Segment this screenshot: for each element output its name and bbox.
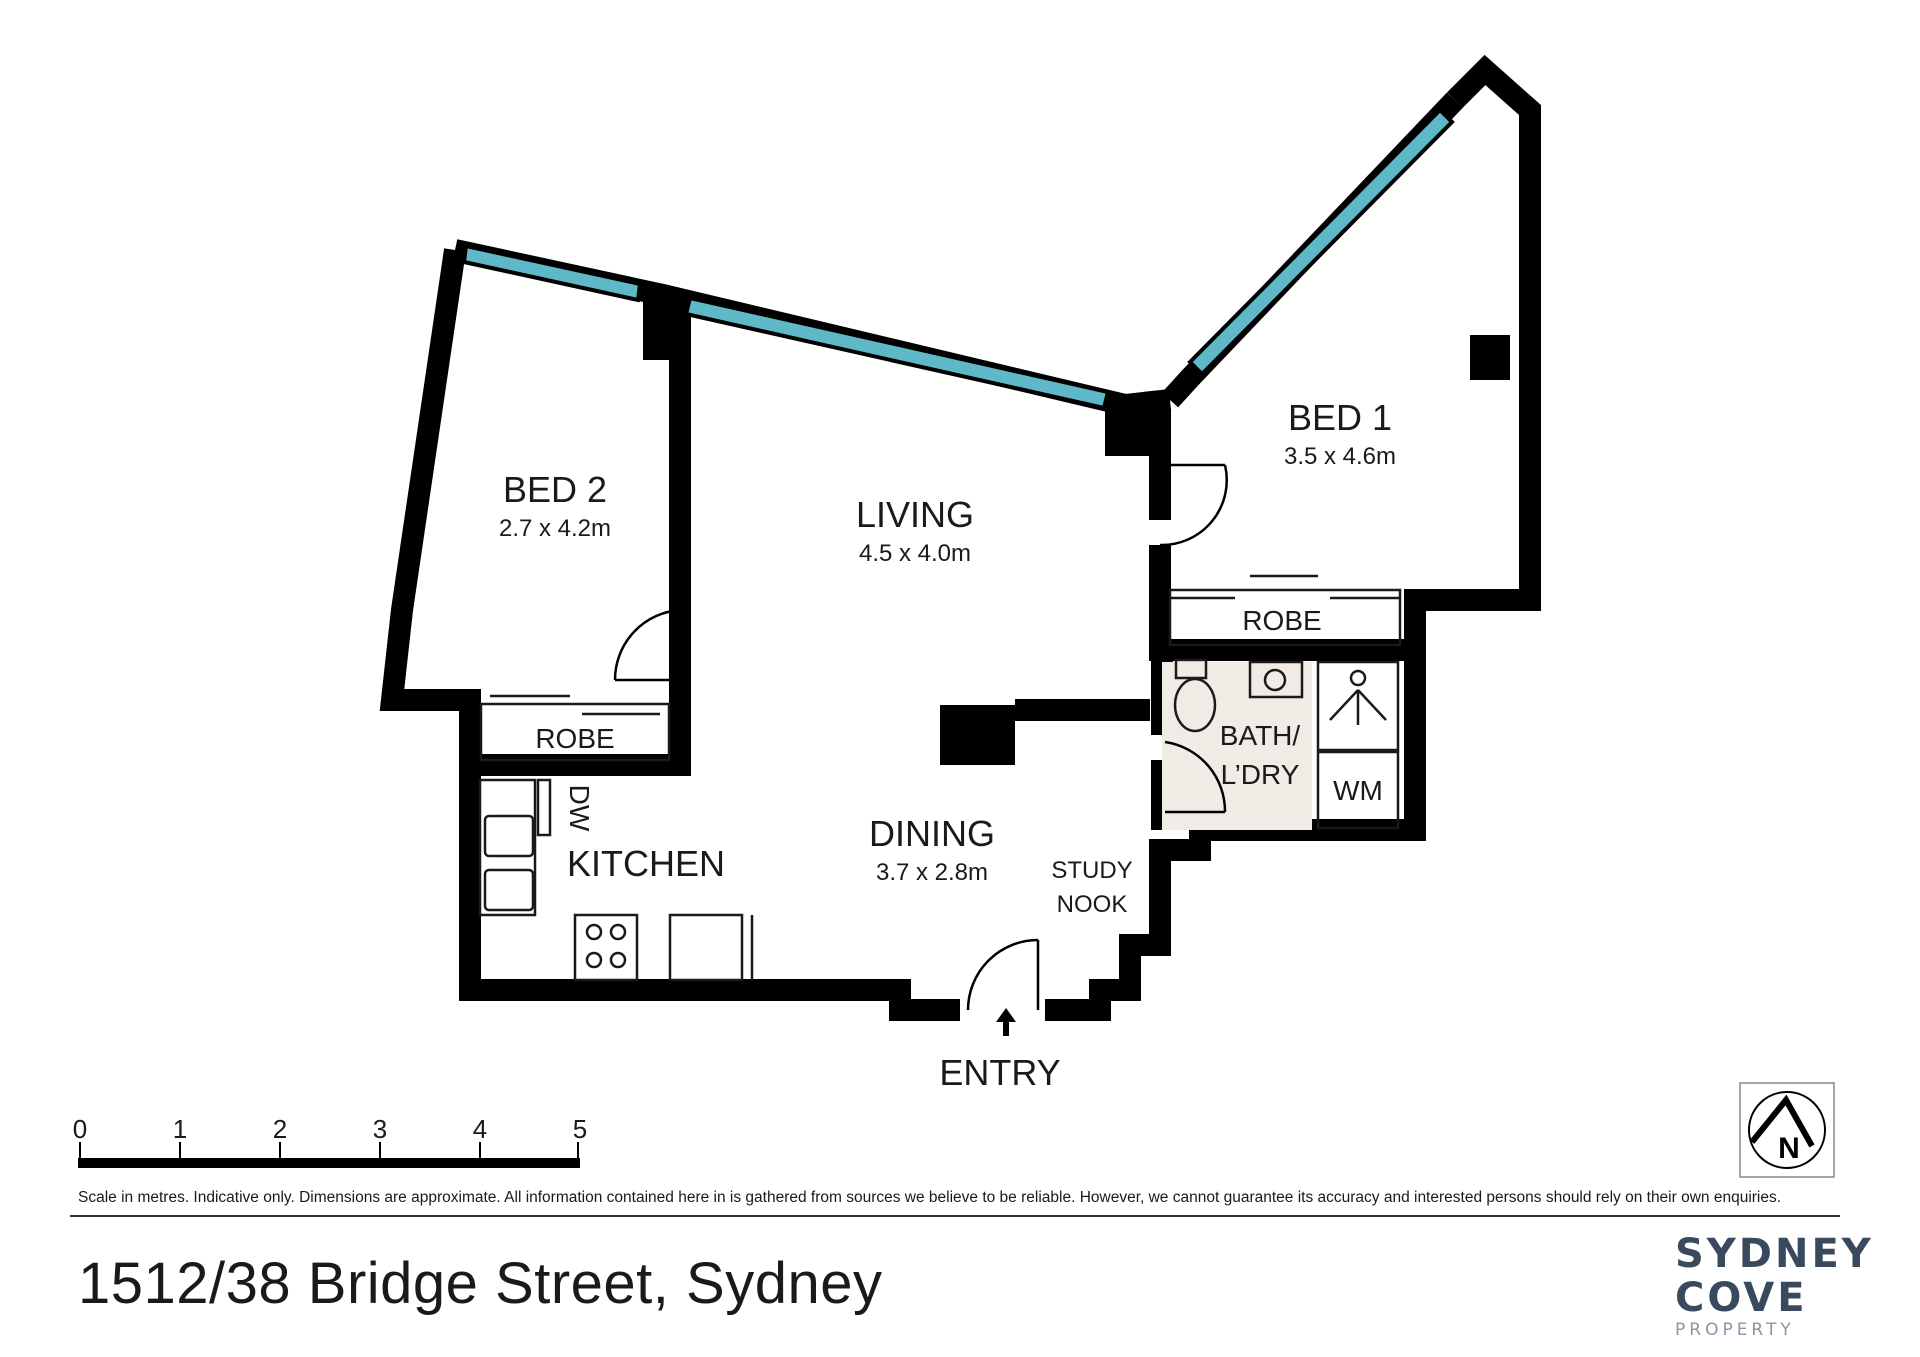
windows <box>461 107 1455 411</box>
entry-arrow-icon <box>996 1008 1016 1036</box>
study-label-line2: NOOK <box>1057 891 1128 918</box>
bath-label-line2: L’DRY <box>1221 759 1300 790</box>
fixtures <box>478 574 1402 982</box>
scale-tick-3: 3 <box>373 1114 387 1144</box>
bath-label-line1: BATH/ <box>1220 720 1301 751</box>
robe-bed2-label: ROBE <box>535 723 614 754</box>
compass-letter: N <box>1778 1132 1800 1165</box>
robe-bed1-label: ROBE <box>1242 605 1321 636</box>
scale-tick-4: 4 <box>473 1114 487 1144</box>
scale-tick-5: 5 <box>573 1114 587 1144</box>
brand-logo: SYDNEY COVE PROPERTY <box>1675 1231 1874 1340</box>
bed2-name: BED 2 <box>503 469 607 510</box>
brand-line2: COVE <box>1675 1275 1808 1321</box>
property-address: 1512/38 Bridge Street, Sydney <box>78 1251 883 1316</box>
dining-size: 3.7 x 2.8m <box>876 859 988 886</box>
scale-tick-1: 1 <box>173 1114 187 1144</box>
kitchen-name: KITCHEN <box>567 843 725 884</box>
bathroom-tiles <box>1162 662 1312 830</box>
dining-name: DINING <box>869 813 995 854</box>
dw-label: DW <box>564 785 595 832</box>
doors <box>613 463 1228 1011</box>
study-label-line1: STUDY <box>1051 857 1132 884</box>
disclaimer-text: Scale in metres. Indicative only. Dimens… <box>78 1189 1782 1206</box>
brand-line1: SYDNEY <box>1675 1231 1874 1277</box>
wm-label: WM <box>1333 775 1383 806</box>
bed1-name: BED 1 <box>1288 397 1392 438</box>
living-name: LIVING <box>856 494 974 535</box>
columns <box>643 290 1510 765</box>
brand-line3: PROPERTY <box>1675 1320 1795 1340</box>
bed2-size: 2.7 x 4.2m <box>499 515 611 542</box>
bed1-size: 3.5 x 4.6m <box>1284 443 1396 470</box>
divider <box>70 1215 1840 1217</box>
scale-tick-0: 0 <box>73 1114 87 1144</box>
compass-icon: N <box>1739 1082 1835 1178</box>
entry-label: ENTRY <box>939 1052 1060 1093</box>
living-size: 4.5 x 4.0m <box>859 540 971 567</box>
scale-bar: 0 1 2 3 4 5 <box>73 1114 587 1168</box>
scale-tick-2: 2 <box>273 1114 287 1144</box>
